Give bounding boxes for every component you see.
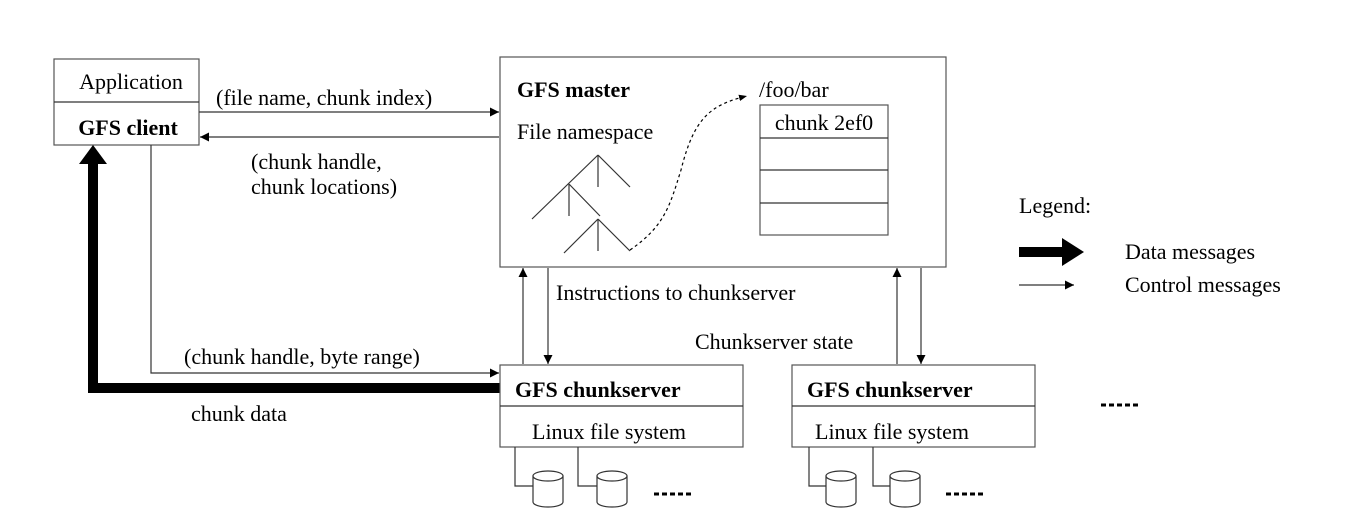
chunk-table: chunk 2ef0 — [759, 104, 889, 236]
legend-control-label: Control messages — [1125, 272, 1281, 297]
request-label: (file name, chunk index) — [216, 85, 432, 110]
chunk-data-label: chunk data — [191, 401, 287, 426]
reply-label-line1: (chunk handle, — [251, 149, 382, 174]
disk-icon — [532, 470, 564, 508]
chunkserver-1-fs-label: Linux file system — [532, 419, 686, 444]
gfs-client-label: GFS client — [78, 115, 178, 140]
disk-icon — [596, 470, 628, 508]
reply-label-line2: chunk locations) — [251, 174, 397, 199]
application-label: Application — [79, 69, 183, 94]
path-lookup-dashed-arrow — [629, 94, 748, 251]
chunkserver-state-label: Chunkserver state — [695, 329, 853, 354]
chunkserver-1-title: GFS chunkserver — [515, 377, 681, 402]
chunkserver-box-2: GFS chunkserver Linux file system — [791, 364, 1036, 448]
chunk-data-thick-line — [88, 162, 500, 393]
namespace-tree-icon — [531, 154, 631, 254]
chunkserver-2-fs-label: Linux file system — [815, 419, 969, 444]
chunk-data-arrowhead — [79, 145, 107, 164]
disk-icon — [825, 470, 857, 508]
master-box: GFS master File namespace /foo/bar chunk… — [499, 56, 947, 268]
chunk-id-label: chunk 2ef0 — [775, 110, 873, 135]
instructions-label: Instructions to chunkserver — [556, 280, 796, 305]
chunkserver-2-title: GFS chunkserver — [807, 377, 973, 402]
read-request-arrow — [150, 145, 499, 378]
legend-data-label: Data messages — [1125, 239, 1255, 264]
namespace-label: File namespace — [517, 119, 653, 144]
chunkserver-2-disks — [808, 447, 986, 508]
read-request-label: (chunk handle, byte range) — [184, 344, 420, 369]
chunkserver-1-disks — [514, 447, 693, 508]
chunkserver-box-1: GFS chunkserver Linux file system — [499, 364, 744, 448]
client-box: Application GFS client — [53, 58, 200, 146]
master-title: GFS master — [517, 77, 630, 102]
legend-data-arrowhead — [1062, 238, 1084, 266]
legend: Legend: Data messages Control messages — [1019, 193, 1281, 297]
path-label: /foo/bar — [759, 77, 829, 102]
legend-title: Legend: — [1019, 193, 1091, 218]
disk-icon — [889, 470, 921, 508]
